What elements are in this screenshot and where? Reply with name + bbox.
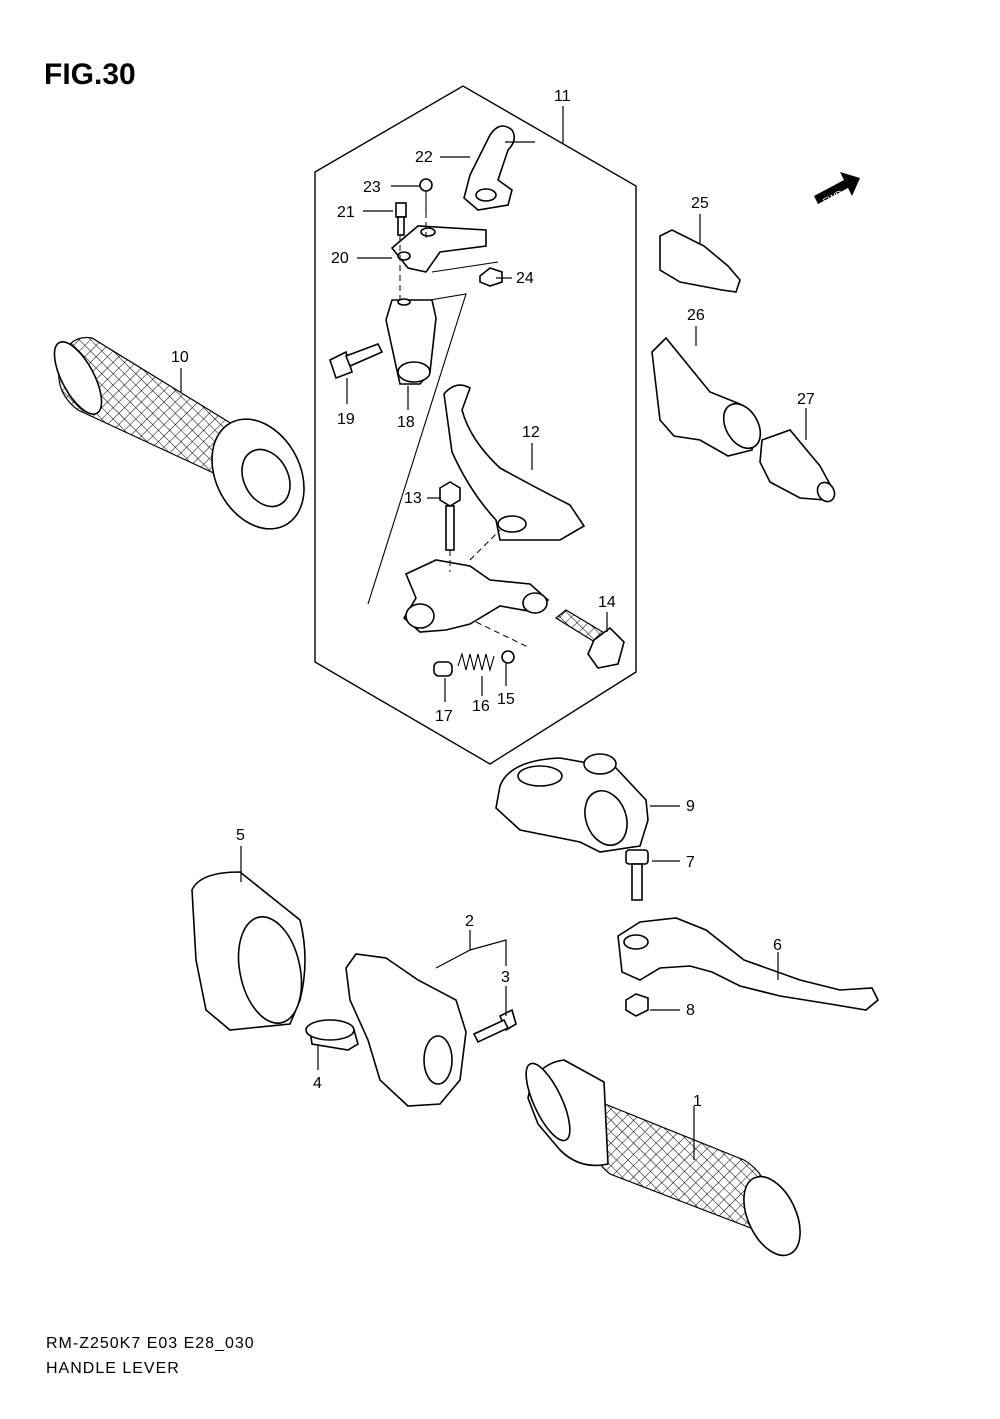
callout-9: 9: [686, 798, 695, 815]
callout-12: 12: [522, 424, 540, 441]
fwd-arrow-badge: FWD: [814, 172, 860, 206]
lever-assembly-outline: [314, 85, 637, 765]
callout-6: 6: [773, 937, 782, 954]
section-name: HANDLE LEVER: [46, 1360, 180, 1377]
part-22-bracket: [463, 125, 516, 211]
part-6-lever: [617, 917, 879, 1011]
part-25-cover: [659, 229, 741, 293]
part-24-nut: [479, 267, 503, 287]
callout-20: 20: [331, 250, 349, 267]
part-23-screw: [419, 178, 433, 212]
callout-14: 14: [598, 594, 616, 611]
callout-10: 10: [171, 349, 189, 366]
figure-title: FIG.30: [44, 58, 136, 91]
part-13-bolt: [439, 481, 461, 551]
callout-2: 2: [465, 913, 474, 930]
part-14-adjuster: [554, 609, 625, 669]
callout-26: 26: [687, 307, 705, 324]
part-21-bolt: [395, 202, 407, 236]
part-18-holder: [385, 298, 437, 385]
callout-17: 17: [435, 708, 453, 725]
callout-23: 23: [363, 179, 381, 196]
lever-perch: [402, 559, 550, 633]
part-5-cover: [191, 871, 306, 1031]
callout-1: 1: [693, 1093, 702, 1110]
callout-5: 5: [236, 827, 245, 844]
model-code: RM-Z250K7 E03 E28_030: [46, 1335, 255, 1352]
callout-8: 8: [686, 1002, 695, 1019]
callout-21: 21: [337, 204, 355, 221]
assembly-reference-line: [431, 261, 499, 273]
callout-3: 3: [501, 969, 510, 986]
callout-13: 13: [404, 490, 422, 507]
callout-11: 11: [554, 88, 571, 105]
callout-24: 24: [516, 270, 534, 287]
callout-25: 25: [691, 195, 709, 212]
part-15-ball: [501, 650, 515, 664]
leader-lines: [180, 106, 807, 1160]
part-17-pin: [433, 661, 453, 677]
part-10-left-grip: [53, 336, 305, 530]
callout-labels: 1 2 3 4 5 6 7 8 9 10 11 12 13 14 15 16 1…: [171, 88, 815, 1110]
callout-27: 27: [797, 391, 815, 408]
assembly-guide-lines: [399, 212, 531, 649]
part-27-adjuster: [759, 429, 836, 503]
part-1-right-grip: [525, 1059, 801, 1257]
part-3-screw: [472, 1008, 517, 1044]
part-8-nut: [625, 993, 649, 1017]
assembly-reference-line: [367, 293, 467, 605]
callout-4: 4: [313, 1075, 322, 1092]
callout-7: 7: [686, 854, 695, 871]
part-4-collar: [305, 1019, 359, 1051]
callout-16: 16: [472, 698, 490, 715]
part-7-bolt: [625, 849, 649, 901]
part-19-bolt: [329, 342, 384, 380]
part-9-boot: [495, 753, 649, 853]
part-26-boot: [651, 336, 762, 457]
callout-22: 22: [415, 149, 433, 166]
part-16-spring: [457, 652, 495, 673]
part-2-housing: [345, 953, 467, 1107]
callout-18: 18: [397, 414, 415, 431]
part-20-clamp-plate: [390, 225, 487, 273]
part-12-lever: [443, 384, 586, 541]
callout-19: 19: [337, 411, 355, 428]
callout-15: 15: [497, 691, 515, 708]
